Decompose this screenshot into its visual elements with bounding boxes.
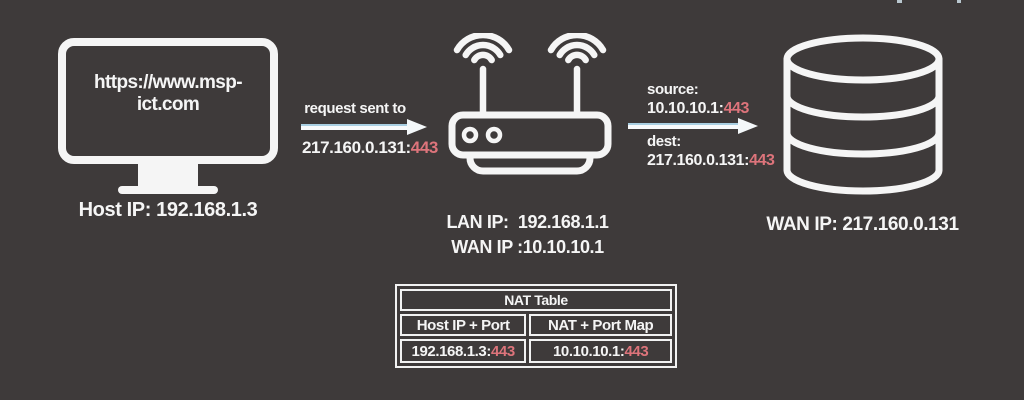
nat-table-col-host: Host IP + Port bbox=[400, 314, 527, 336]
dest-caption: dest: bbox=[647, 133, 681, 150]
host-computer-icon: https://www.msp-ict.com bbox=[58, 38, 278, 164]
dest-port-text: 443 bbox=[410, 138, 439, 157]
wifi-signal-icon bbox=[565, 51, 589, 64]
database-icon bbox=[783, 34, 943, 195]
router-led bbox=[461, 126, 479, 144]
nat-table: NAT Table Host IP + Port NAT + Port Map … bbox=[395, 284, 677, 368]
arrow-shaft bbox=[628, 123, 740, 129]
request-destination-label: 217.160.0.131:443 bbox=[302, 138, 438, 158]
clipped-text-fragment bbox=[897, 0, 902, 3]
wifi-router-icon bbox=[448, 33, 612, 175]
nat-table-host-value: 192.168.1.3:443 bbox=[400, 339, 527, 363]
map-port-text: 443 bbox=[624, 342, 649, 360]
router-led bbox=[485, 126, 503, 144]
nat-table-col-map: NAT + Port Map bbox=[529, 314, 672, 336]
dest-ip-text: 217.160.0.131: bbox=[647, 152, 750, 169]
source-ip-text: 10.10.10.1: bbox=[647, 100, 724, 117]
nat-table-map-value: 10.10.10.1:443 bbox=[529, 339, 672, 363]
wifi-signal-icon bbox=[471, 51, 495, 64]
source-port-text: 443 bbox=[723, 100, 750, 117]
map-ip-text: 10.10.10.1: bbox=[552, 342, 625, 360]
host-ip-text: 192.168.1.3: bbox=[411, 342, 492, 360]
request-caption: request sent to bbox=[304, 100, 406, 117]
source-ip-label: 10.10.10.1:443 bbox=[647, 100, 749, 118]
monitor-stand bbox=[138, 160, 198, 188]
nat-table-title: NAT Table bbox=[400, 289, 672, 311]
arrow-head bbox=[407, 119, 427, 135]
dest-ip-text: 217.160.0.131: bbox=[302, 138, 411, 157]
source-caption: source: bbox=[647, 81, 699, 98]
dest-port-text: 443 bbox=[749, 152, 775, 169]
database-bottom bbox=[783, 166, 943, 195]
browser-url: https://www.msp-ict.com bbox=[93, 72, 243, 115]
monitor-stand-base bbox=[118, 186, 218, 194]
clipped-text-fragment bbox=[957, 0, 961, 3]
server-wan-ip-label: WAN IP: 217.160.0.131 bbox=[766, 214, 959, 235]
router-ip-labels: LAN IP: 192.168.1.1 WAN IP :10.10.10.1 bbox=[420, 210, 635, 260]
forward-arrow-icon bbox=[628, 118, 760, 134]
router-body bbox=[448, 111, 612, 159]
arrow-shaft bbox=[301, 124, 409, 130]
arrow-head bbox=[738, 118, 758, 134]
lan-ip-label: LAN IP: 192.168.1.1 bbox=[446, 212, 609, 232]
host-port-text: 443 bbox=[490, 342, 515, 360]
request-arrow-icon bbox=[301, 119, 429, 135]
database-band bbox=[783, 129, 943, 158]
wan-ip-label: WAN IP :10.10.10.1 bbox=[451, 237, 604, 257]
database-top bbox=[783, 34, 943, 84]
database-band bbox=[783, 92, 943, 121]
dest-ip-label: 217.160.0.131:443 bbox=[647, 152, 775, 170]
host-ip-label: Host IP: 192.168.1.3 bbox=[78, 199, 258, 221]
